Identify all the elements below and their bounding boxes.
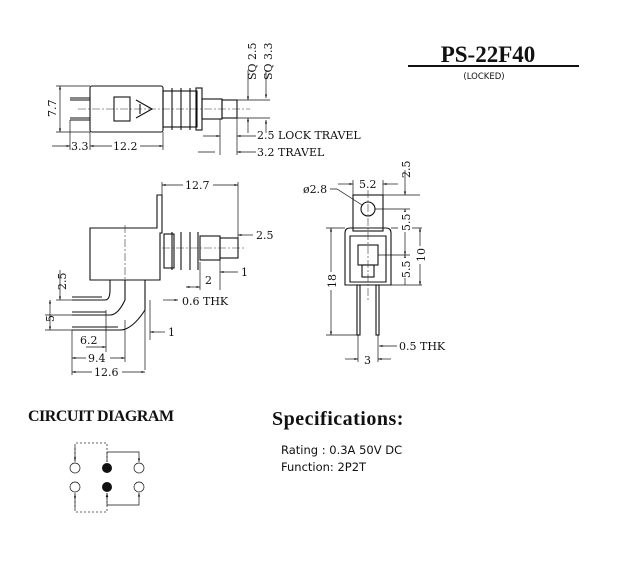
dim-10: 10 [415,248,428,262]
contact-open [69,481,81,493]
contact-common [102,463,112,473]
dim-one-b: 1 [168,326,175,339]
circuit-diagram: CIRCUIT DIAGRAM [28,408,174,513]
dim-thk-0-5: 0.5 THK [399,340,446,353]
dim-12-6: 12.6 [94,366,119,379]
contact-open [133,462,145,474]
model-subtitle: (LOCKED) [463,72,504,82]
dim-height-7-7: 7.7 [46,100,59,118]
side-view: 12.7 2.5 1 2 0.6 THK 1 2.5 5 6.2 9.4 12.… [44,178,274,379]
dim-pitch-3: 3 [364,354,371,367]
specs-title: Specifications: [272,408,404,430]
dim-width-5-2: 5.2 [359,178,377,191]
contact-open [69,462,81,474]
model-title: PS-22F40 [441,42,536,67]
dim-v-2-5: 2.5 [56,273,69,291]
dim-sq-3-3: SQ 3.3 [262,42,275,80]
dim-9-4: 9.4 [88,352,106,365]
dim-lock-travel: 2.5 LOCK TRAVEL [257,129,361,142]
front-view: 5.2 ø2.8 2.5 5.5 5.5 10 18 3 0.5 THK [303,161,446,368]
dim-5-5-b: 5.5 [400,261,413,279]
specifications: Specifications: Rating : 0.3A 50V DC Fun… [272,408,404,474]
title-block: PS-22F40 (LOCKED) [408,42,579,82]
dim-hole-2-8: ø2.8 [303,183,327,196]
dim-one-a: 1 [241,266,248,279]
top-view: 7.7 3.3 12.2 SQ 2.5 SQ 3.3 2.5 LOCK TRAV… [46,42,361,159]
dim-thk-0-6: 0.6 THK [182,295,229,308]
dim-length-12-7: 12.7 [185,179,210,192]
dim-6-2: 6.2 [80,334,98,347]
dim-two: 2 [205,274,212,287]
dim-v-5: 5 [44,315,57,322]
dim-cap-2-5: 2.5 [256,229,274,242]
dim-18: 18 [326,274,339,288]
contact-common [102,482,112,492]
dim-body-12-2: 12.2 [113,140,138,153]
dim-pin-3-3: 3.3 [71,140,89,153]
dim-sq-2-5: SQ 2.5 [246,42,259,80]
dim-5-5-a: 5.5 [400,214,413,232]
dim-travel: 3.2 TRAVEL [257,146,325,159]
spec-function: Function: 2P2T [281,460,367,474]
spec-rating: Rating : 0.3A 50V DC [281,443,402,457]
circuit-title: CIRCUIT DIAGRAM [28,408,174,425]
dim-top-2-5: 2.5 [400,161,413,179]
contact-open [133,481,145,493]
